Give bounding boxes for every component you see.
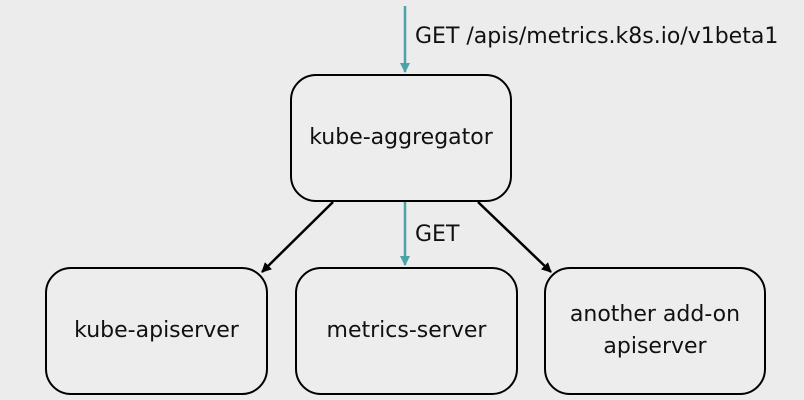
kube-apiserver-label: kube-apiserver: [74, 318, 239, 343]
edge-aggregator-to-addon-arrow: [477, 201, 552, 273]
addon-label-line1: another add-on: [569, 302, 741, 327]
metrics-server-node: metrics-server: [295, 267, 518, 395]
another-addon-apiserver-node: another add-on apiserver: [544, 267, 766, 395]
metrics-request-label: GET: [415, 222, 460, 247]
kube-aggregator-node: kube-aggregator: [290, 74, 512, 202]
edge-aggregator-to-apiserver-arrow: [261, 201, 334, 273]
kube-aggregator-label: kube-aggregator: [309, 125, 493, 150]
addon-label: another add-on apiserver: [570, 299, 740, 363]
metrics-server-label: metrics-server: [326, 318, 487, 343]
addon-label-line2: apiserver: [603, 334, 707, 359]
incoming-request-label: GET /apis/metrics.k8s.io/v1beta1: [415, 24, 779, 49]
kube-apiserver-node: kube-apiserver: [45, 267, 268, 395]
